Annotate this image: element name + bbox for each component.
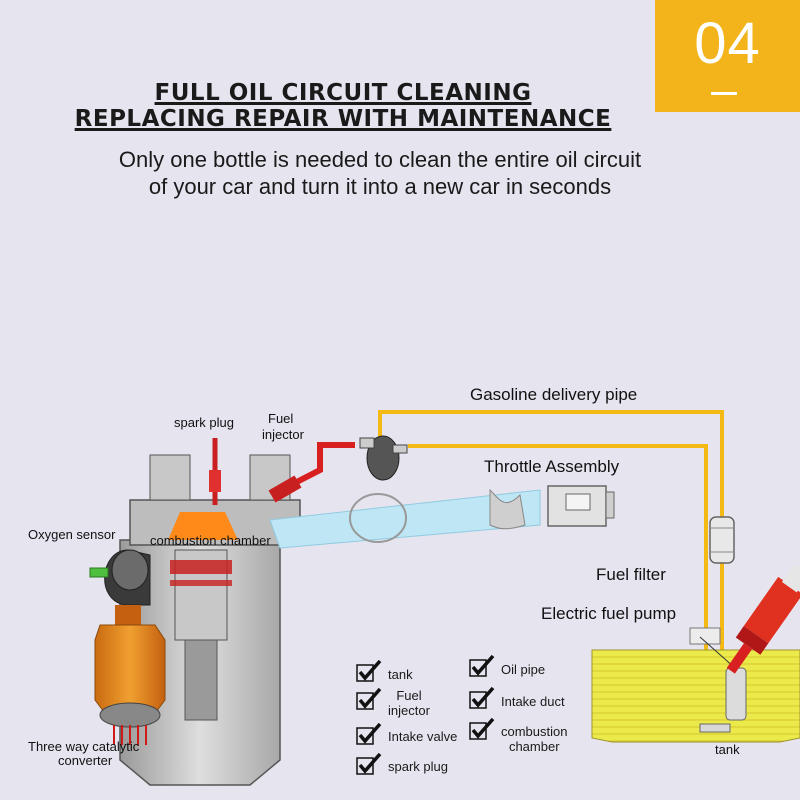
spark-plug [209,438,221,505]
step-badge: 04 [655,0,800,112]
engine-block [119,454,301,786]
checklist-item-label: Intake duct [501,694,565,709]
label-spark-plug: spark plug [174,415,234,430]
label-fuel-injector-2: injector [262,427,304,442]
subtitle-line-1: Only one bottle is needed to clean the e… [118,147,642,172]
checklist-item-label: combustion chamber [501,724,568,754]
fuel-injector [268,442,355,503]
check-icon [469,718,495,740]
heading-line-2: REPLACING REPAIR WITH MAINTENANCE [74,106,612,132]
label-tank: tank [715,742,740,757]
check-icon [356,688,382,710]
step-number: 04 [694,11,761,76]
fuel-filter [709,516,735,564]
label-combustion-chamber: combustion chamber [150,533,271,548]
heading-line-1: FULL OIL CIRCUIT CLEANING [154,80,532,106]
subtitle-line-2: of your car and turn it into a new car i… [148,174,612,199]
check-icon [356,753,382,775]
checklist-item: Fuel injector [356,688,430,718]
catalytic-converter [94,605,166,745]
checklist-item: tank [356,660,413,682]
checklist-item: Intake valve [356,723,457,745]
label-electric-fuel-pump: Electric fuel pump [541,604,677,623]
oxygen-sensor [89,567,109,578]
label-catalytic-2: converter [58,753,113,768]
check-icon [469,687,495,709]
badge-underline [711,92,737,95]
checklist-item-label: spark plug [388,759,448,774]
cleaner-bottle [726,563,800,674]
label-fuel-filter: Fuel filter [596,565,666,584]
exhaust-manifold [104,549,151,606]
check-icon [356,723,382,745]
label-gasoline-delivery-pipe: Gasoline delivery pipe [470,385,638,404]
pressure-regulator [359,435,408,481]
checklist-item: spark plug [356,753,448,775]
intake-airflow [269,488,541,549]
checklist-item: Intake duct [469,687,565,709]
checklist-item-label: Oil pipe [501,662,546,677]
checklist-item-label: Intake valve [388,729,458,744]
label-oxygen-sensor: Oxygen sensor [28,527,116,542]
label-throttle-assembly: Throttle Assembly [484,457,620,476]
throttle-assembly [547,485,615,527]
checklist-item-label: tank [388,667,413,682]
checklist-item: Oil pipe [469,655,545,677]
check-icon [356,660,382,682]
fuel-tank [591,627,800,743]
checklist-item: combustion chamber [469,718,567,754]
label-catalytic-1: Three way catalytic [28,739,140,754]
check-icon [469,655,495,677]
checklist-item-label: Fuel injector [388,688,430,718]
label-fuel-injector-1: Fuel [268,411,294,426]
